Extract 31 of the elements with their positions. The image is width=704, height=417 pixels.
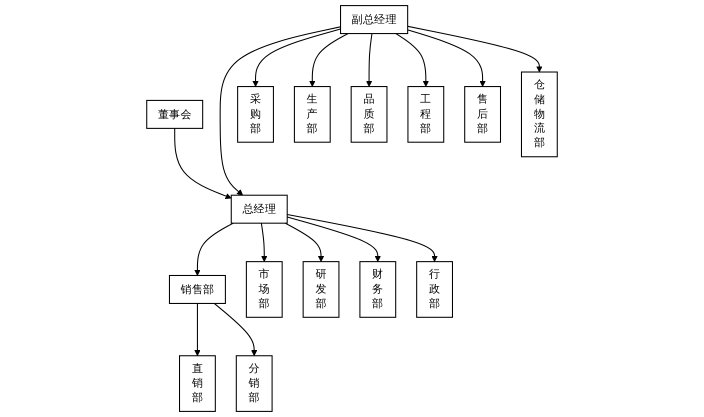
node-box: 财务部	[359, 261, 396, 318]
arrow	[214, 303, 258, 356]
node-box: 采购部	[237, 86, 274, 143]
node-box: 仓储物流部	[520, 72, 558, 158]
arrow	[309, 33, 348, 87]
node-box: 分销部	[236, 355, 273, 412]
arrow	[408, 26, 542, 72]
node-box: 副总经理	[340, 5, 408, 34]
arrow	[252, 28, 341, 87]
node-box: 售后部	[464, 86, 502, 143]
node-box: 市场部	[246, 261, 283, 318]
node-box: 直销部	[179, 355, 216, 412]
node-box: 总经理	[230, 194, 288, 224]
node-box: 品质部	[350, 86, 388, 143]
arrow	[220, 26, 341, 196]
arrow	[194, 303, 200, 356]
arrow	[287, 216, 381, 262]
node-box: 生产部	[294, 86, 331, 143]
node-box: 研发部	[302, 261, 340, 318]
arrow	[287, 214, 438, 262]
arrow	[285, 222, 324, 262]
node-box: 工程部	[407, 86, 444, 143]
arrow	[260, 223, 268, 262]
arrow	[194, 222, 234, 276]
node-box: 董事会	[146, 100, 204, 129]
arrow	[174, 128, 232, 200]
node-box: 行政部	[416, 261, 453, 318]
arrow	[366, 33, 372, 87]
arrow	[408, 29, 486, 87]
arrow	[396, 33, 429, 87]
node-box: 销售部	[168, 274, 226, 304]
